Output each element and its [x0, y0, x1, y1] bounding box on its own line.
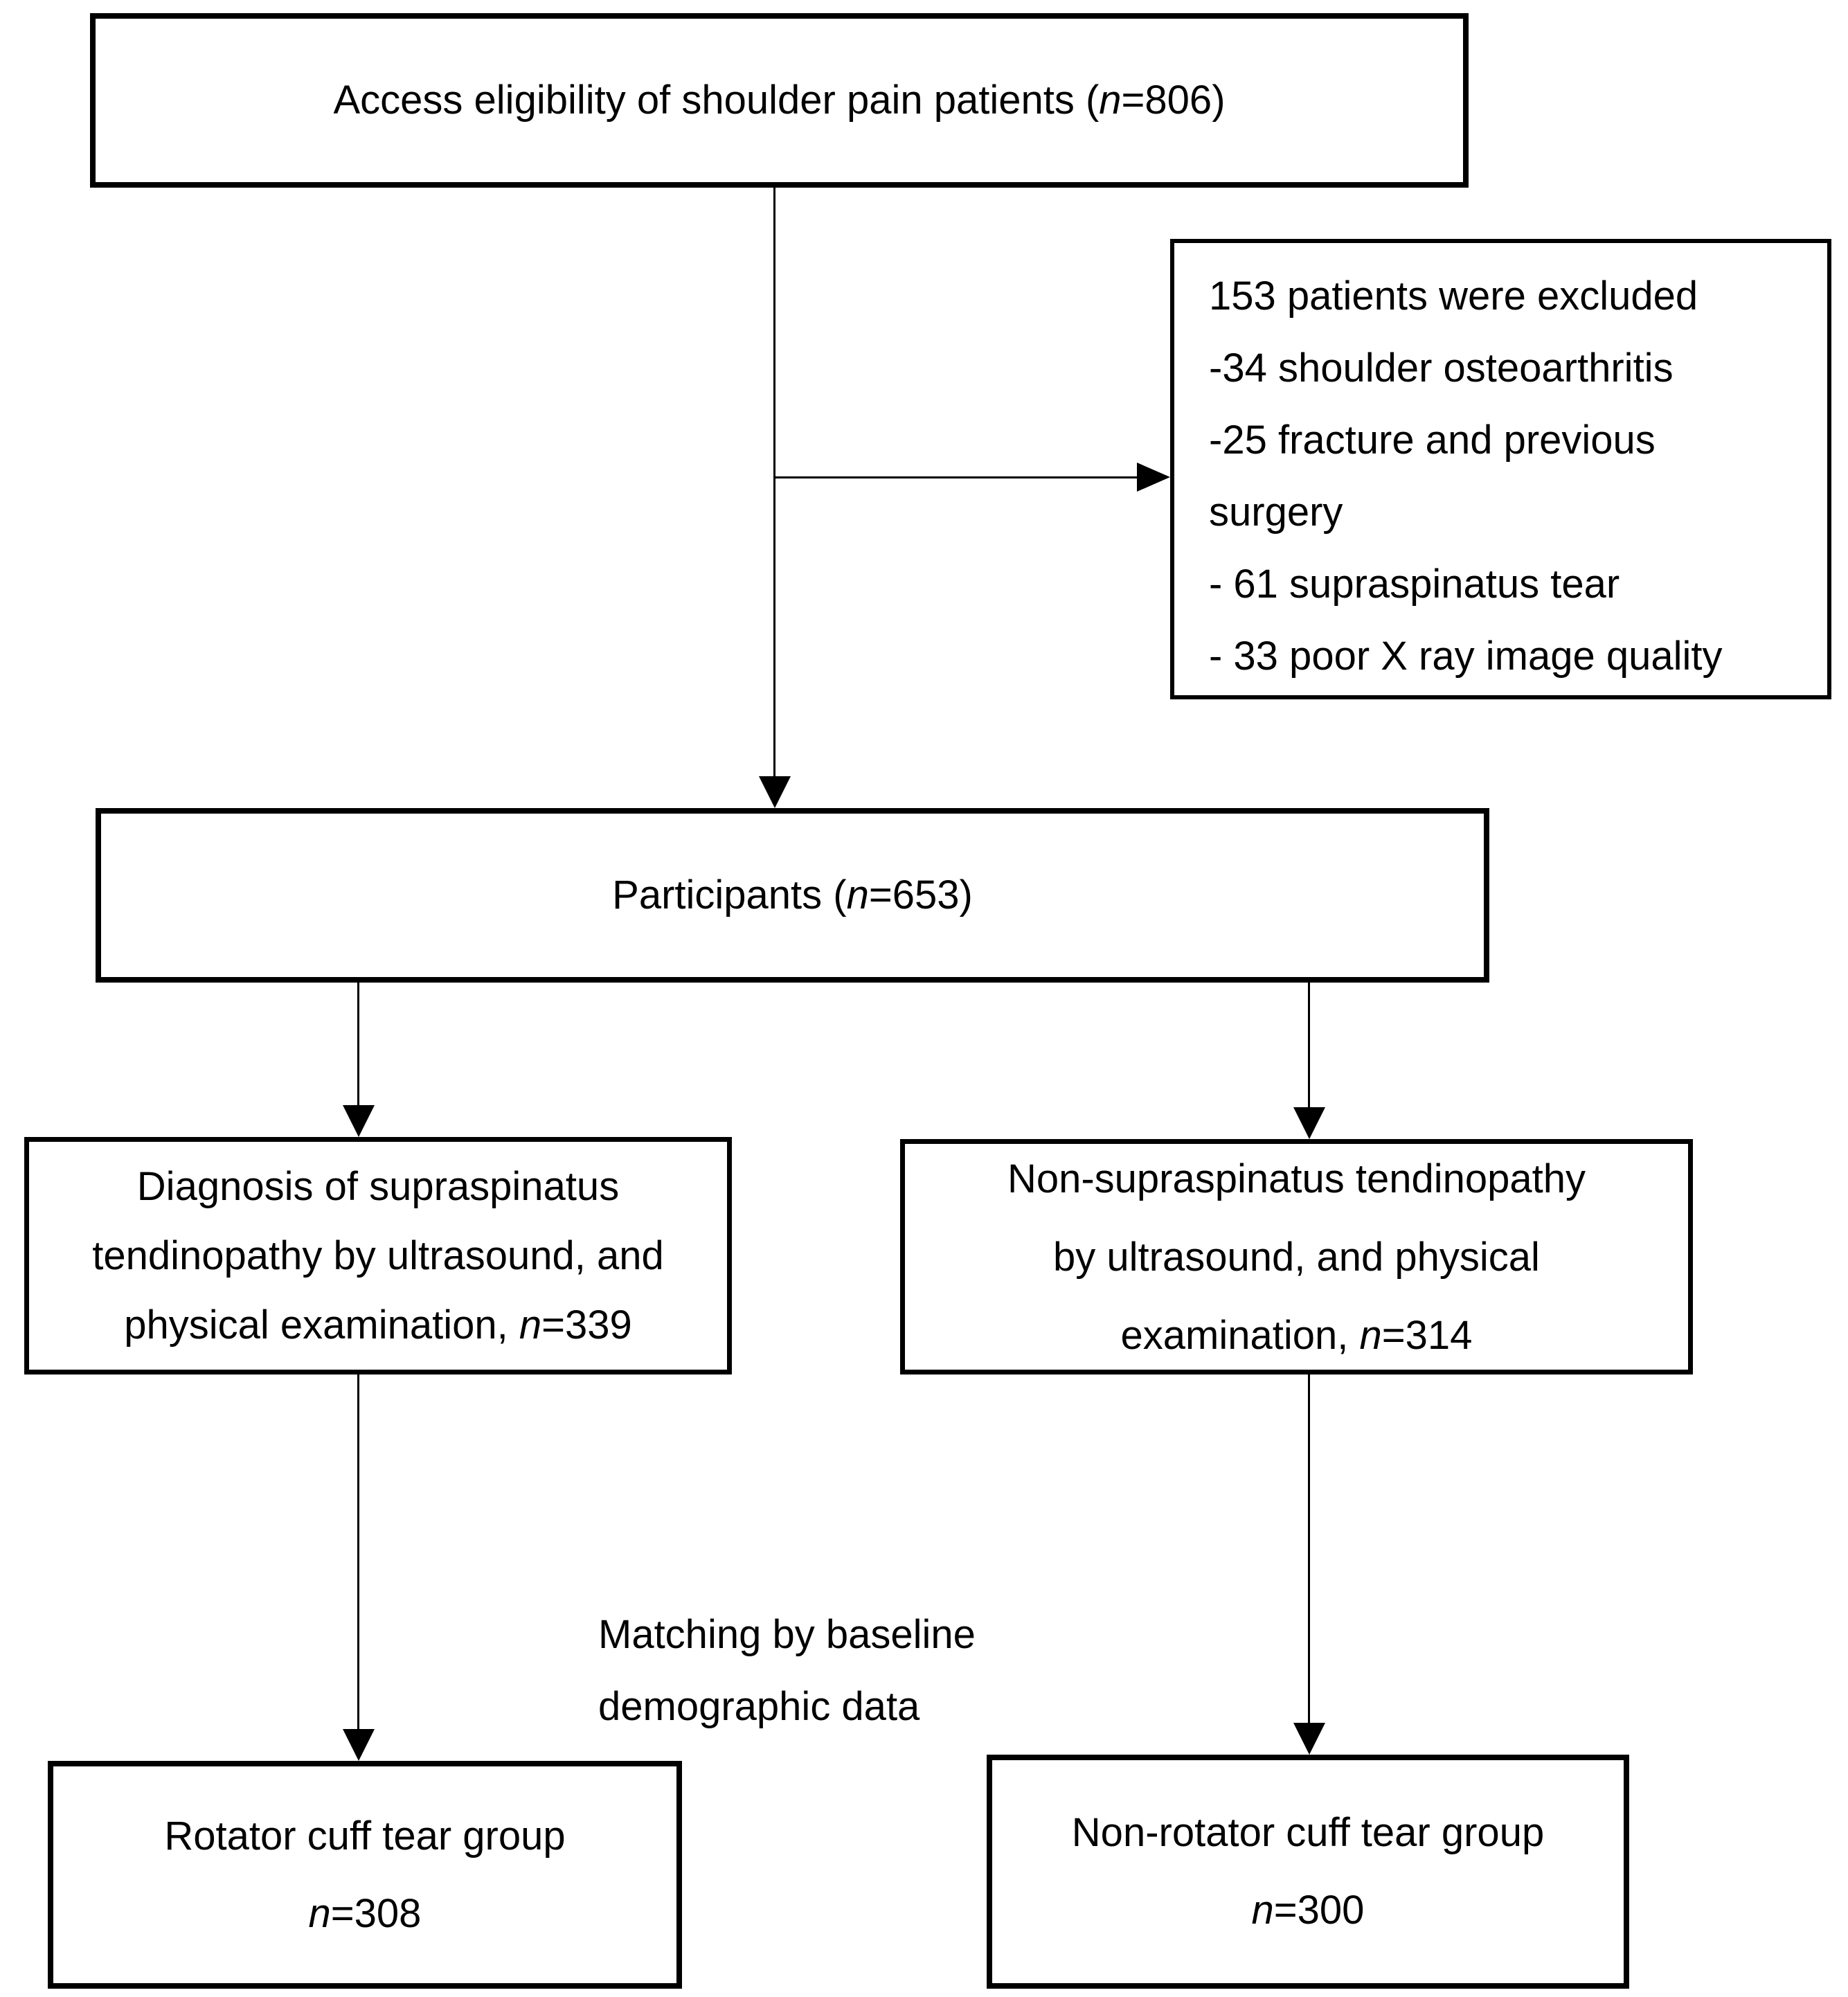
text-line: - 33 poor X ray image quality	[1209, 634, 1723, 679]
text-line: Diagnosis of supraspinatus	[136, 1163, 620, 1209]
box-non-supraspinatus-tendinopathy: Non-supraspinatus tendinopathy by ultraso…	[900, 1139, 1693, 1374]
matching-by-baseline-label: Matching by baseline demographic data	[598, 1599, 976, 1743]
text-line: demographic data	[598, 1684, 920, 1729]
box-supraspinatus-tendinopathy: Diagnosis of supraspinatus tendinopathy b…	[24, 1137, 732, 1374]
text-line: examination, n=314	[1120, 1312, 1473, 1358]
text-line: Access eligibility of shoulder pain pati…	[333, 78, 1226, 123]
connector-branch-to-excluded	[774, 476, 1137, 478]
connector-participants-to-non-supraspinatus	[1308, 983, 1310, 1108]
text-line: n=300	[1251, 1888, 1365, 1933]
box-non-rotator-cuff-tear-group: Non-rotator cuff tear group n=300	[987, 1755, 1629, 1989]
arrowhead-to-excluded	[1137, 463, 1170, 492]
text-line: physical examination, n=339	[124, 1302, 632, 1347]
arrowhead-to-participants	[759, 776, 791, 808]
box-access-eligibility: Access eligibility of shoulder pain pati…	[90, 13, 1469, 188]
box-participants: Participants (n=653)	[96, 808, 1489, 983]
text-line: Rotator cuff tear group	[164, 1813, 566, 1859]
arrowhead-to-rotator-cuff-group	[343, 1729, 375, 1761]
connector-non-supraspinatus-to-non-rotator-cuff-group	[1308, 1374, 1310, 1723]
connector-participants-to-diagnosis	[357, 983, 359, 1106]
text-line: surgery	[1209, 490, 1343, 535]
text-line: by ultrasound, and physical	[1053, 1234, 1540, 1280]
text-line: n=308	[308, 1890, 422, 1936]
connector-diagnosis-to-rotator-cuff-group	[357, 1374, 359, 1730]
text-line: Non-supraspinatus tendinopathy	[1007, 1156, 1586, 1201]
text-line: Matching by baseline	[598, 1612, 976, 1657]
box-excluded-patients: 153 patients were excluded -34 shoulder o…	[1170, 239, 1831, 699]
text-line: - 61 supraspinatus tear	[1209, 562, 1620, 607]
box-rotator-cuff-tear-group: Rotator cuff tear group n=308	[48, 1761, 682, 1989]
text-line: 153 patients were excluded	[1209, 274, 1698, 319]
arrowhead-to-diagnosis	[343, 1105, 375, 1137]
text-line: Participants (n=653)	[612, 872, 973, 917]
arrowhead-to-non-supraspinatus	[1293, 1107, 1325, 1139]
text-line: Non-rotator cuff tear group	[1071, 1810, 1545, 1855]
text-line: -25 fracture and previous	[1209, 418, 1656, 463]
arrowhead-to-non-rotator-cuff-group	[1293, 1723, 1325, 1755]
text-line: -34 shoulder osteoarthritis	[1209, 346, 1674, 391]
connector-eligibility-to-participants	[773, 188, 775, 777]
text-line: tendinopathy by ultrasound, and	[92, 1233, 664, 1278]
